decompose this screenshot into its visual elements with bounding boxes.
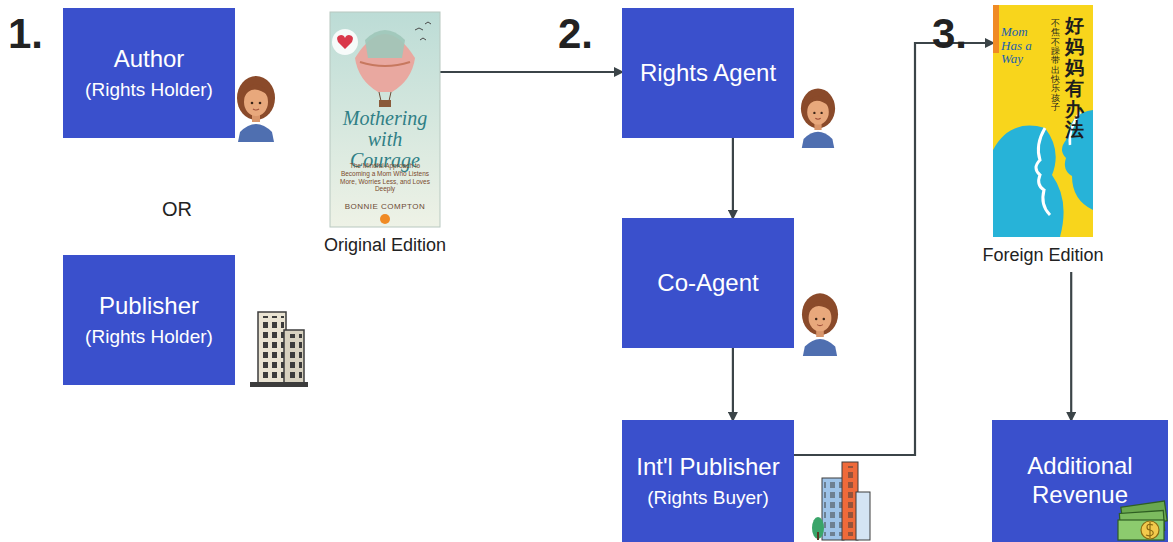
cover-text: 好妈妈有办法 <box>1065 15 1084 140</box>
flow-arrow <box>1070 272 1072 420</box>
flow-arrow <box>440 71 622 73</box>
box-subtitle: (Rights Buyer) <box>647 486 768 510</box>
box-title: Additional Revenue <box>1000 452 1160 510</box>
book-cover-foreign <box>993 5 1093 237</box>
flow-arrow <box>732 138 734 218</box>
box-title: Author <box>114 45 185 74</box>
edition-caption: Foreign Edition <box>982 245 1103 266</box>
box-subtitle: (Rights Holder) <box>85 325 213 349</box>
money-icon <box>1118 501 1167 540</box>
agent-avatar <box>801 89 835 148</box>
box-title: Int'l Publisher <box>636 453 779 482</box>
box-title: Rights Agent <box>640 59 776 88</box>
or-label: OR <box>162 198 192 221</box>
cover-text: Mothering with Courage <box>336 108 434 171</box>
edition-caption: Original Edition <box>324 235 446 256</box>
flow-arrow <box>794 43 993 455</box>
publisher-building <box>250 312 308 387</box>
step-number: 1. <box>8 10 43 58</box>
box-title: Publisher <box>99 292 199 321</box>
process-box: Co-Agent <box>622 218 794 348</box>
box-title: Co-Agent <box>657 269 758 298</box>
intl-publisher-building <box>812 462 870 540</box>
author-avatar <box>237 76 275 142</box>
cover-text: BONNIE COMPTON <box>330 202 440 211</box>
cover-text: 不焦不躁带出快乐孩子 <box>1051 19 1060 112</box>
process-box: Rights Agent <box>622 8 794 138</box>
box-subtitle: (Rights Holder) <box>85 78 213 102</box>
step-number: 2. <box>558 10 593 58</box>
cover-text: The Mindful Approach to Becoming a Mom W… <box>338 162 432 193</box>
process-box: Author (Rights Holder) <box>63 8 235 138</box>
step-number: 3. <box>932 10 967 58</box>
book-cover-original <box>330 12 440 227</box>
process-box: Int'l Publisher (Rights Buyer) <box>622 420 794 542</box>
process-box: Publisher (Rights Holder) <box>63 255 235 385</box>
flow-arrow <box>732 348 734 420</box>
cover-text: Mom Has a Way <box>1001 25 1047 66</box>
co-agent-avatar <box>802 293 838 356</box>
